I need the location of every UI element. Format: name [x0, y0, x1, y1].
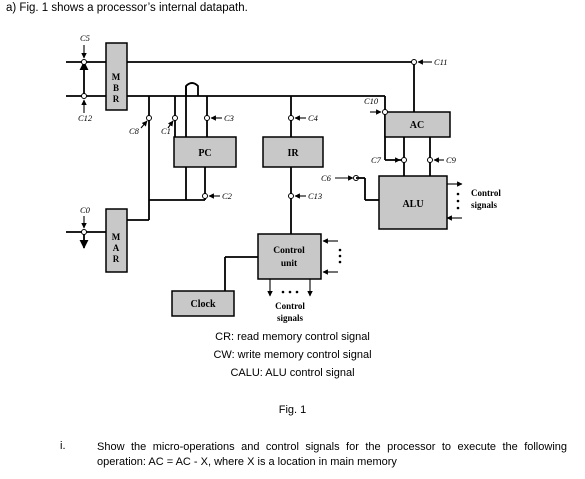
- control-unit-inputs: [322, 238, 342, 275]
- alu-label: ALU: [402, 199, 423, 210]
- label-c12: C12: [78, 113, 93, 123]
- label-c11: C11: [434, 57, 448, 67]
- block-ac: [384, 111, 451, 138]
- ir-label: IR: [287, 148, 299, 159]
- question-item-number: i.: [60, 440, 66, 452]
- control-gates: [81, 45, 444, 235]
- control-unit-label-1: Control: [273, 246, 305, 256]
- label-c7: C7: [371, 155, 382, 165]
- side-signals-label-1: Control: [471, 188, 501, 198]
- block-mbr: [105, 42, 128, 111]
- legend-cr: CR: read memory control signal: [215, 331, 370, 343]
- bottom-signals-label-1: Control: [275, 301, 305, 311]
- bus-wires: [66, 61, 431, 301]
- control-unit-label-2: unit: [281, 259, 298, 269]
- label-c13: C13: [308, 191, 322, 201]
- alu-control-signals: Control signals: [446, 181, 501, 221]
- label-c1: C1: [161, 126, 171, 136]
- side-signals-label-2: signals: [471, 200, 498, 210]
- label-c10: C10: [364, 96, 379, 106]
- label-c3: C3: [224, 113, 234, 123]
- bottom-signals-label-2: signals: [277, 313, 304, 323]
- pc-label: PC: [198, 148, 211, 159]
- question-text: Show the micro-operations and control si…: [97, 441, 567, 468]
- legend-calu: CALU: ALU control signal: [230, 367, 355, 379]
- control-unit-outputs: Control signals: [267, 279, 313, 323]
- ac-label: AC: [410, 120, 424, 131]
- legend-cw: CW: write memory control signal: [213, 349, 372, 361]
- label-c4: C4: [308, 113, 319, 123]
- block-ir: [262, 136, 324, 168]
- label-c6: C6: [321, 173, 332, 183]
- label-c2: C2: [222, 191, 233, 201]
- block-clock: [171, 290, 235, 317]
- block-mar: [105, 208, 128, 273]
- block-alu: [378, 175, 448, 230]
- label-c8: C8: [129, 126, 140, 136]
- label-c9: C9: [446, 155, 457, 165]
- figure-caption: Fig. 1: [278, 404, 307, 416]
- control-point-labels: C5 C11 C12 C8 C1 C3 C4 C10 C7 C9 C6 C13 …: [78, 33, 457, 215]
- clock-label: Clock: [191, 299, 216, 310]
- label-c0: C0: [80, 205, 91, 215]
- question-header: a) Fig. 1 shows a processor’s internal d…: [6, 2, 248, 14]
- block-control-unit: [257, 233, 322, 280]
- block-pc: [173, 136, 237, 168]
- label-c5: C5: [80, 33, 90, 43]
